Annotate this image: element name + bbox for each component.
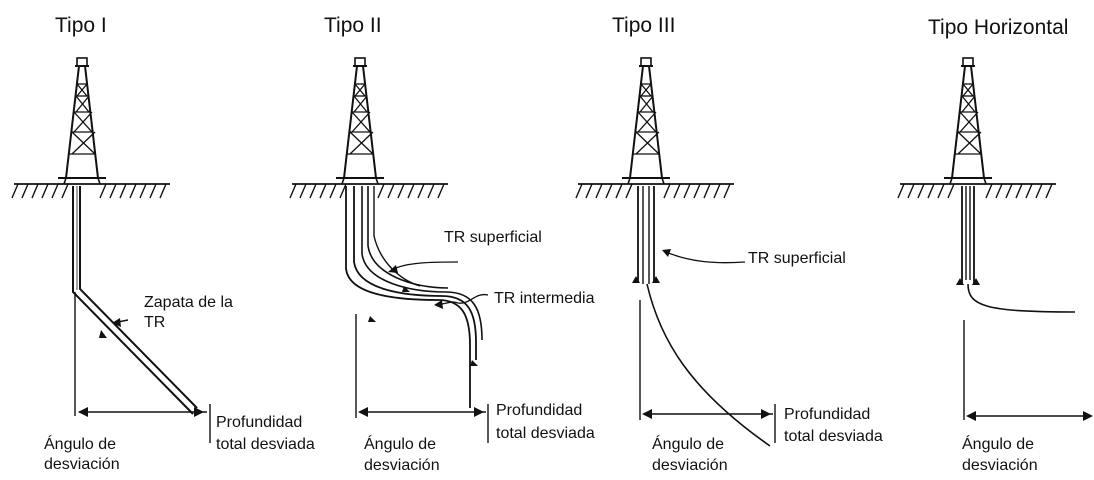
label-profundidad-1-line1: Profundidad	[216, 414, 303, 431]
label-angulo-4-line2: desviación	[962, 457, 1038, 474]
title-tipo-2: Tipo II	[324, 14, 382, 37]
label-angulo-2-line2: desviación	[364, 457, 440, 474]
label-profundidad-2-line1: Profundidad	[496, 402, 583, 419]
title-tipo-horizontal: Tipo Horizontal	[928, 16, 1069, 39]
title-tipo-1: Tipo I	[55, 14, 107, 37]
label-angulo-4-line1: Ángulo de	[962, 436, 1035, 453]
label-tr-superficial-3: TR superficial	[748, 250, 846, 267]
label-angulo-1-line1: Ángulo de	[44, 436, 117, 453]
label-zapata-line1: Zapata de la	[144, 294, 233, 311]
tipo1-well	[11, 57, 211, 443]
label-angulo-3-line1: Ángulo de	[652, 436, 725, 453]
tipo3-well	[575, 57, 776, 447]
label-profundidad-1-line2: total desviada	[216, 436, 315, 453]
label-tr-superficial-2: TR superficial	[444, 229, 542, 246]
label-profundidad-2-line2: total desviada	[496, 425, 595, 442]
tipo2-well	[289, 57, 489, 443]
label-angulo-3-line2: desviación	[652, 457, 728, 474]
label-zapata-line2: TR	[144, 314, 166, 331]
horizontal-well	[897, 57, 1093, 421]
label-tr-intermedia: TR intermedia	[494, 290, 595, 307]
title-tipo-3: Tipo III	[612, 14, 676, 37]
label-angulo-2-line1: Ángulo de	[364, 436, 437, 453]
label-profundidad-3-line1: Profundidad	[784, 406, 871, 423]
label-angulo-1-line2: desviación	[44, 456, 120, 473]
label-profundidad-3-line2: total desviada	[784, 428, 883, 445]
